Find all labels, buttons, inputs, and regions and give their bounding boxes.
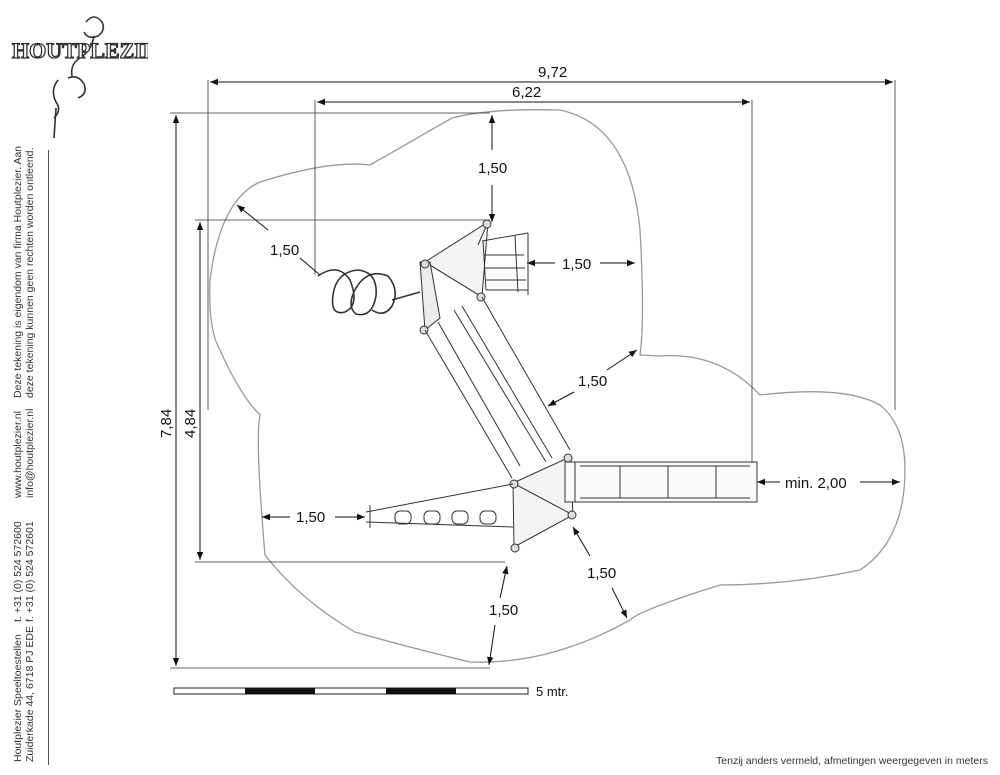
dim-label-zone-left-bridge: 1,50 [296,509,325,526]
dim-line-zone-right-middle [606,349,638,371]
dim-line-zone-bottom [499,565,509,599]
dim-label-zone-right-ladder: 1,50 [562,256,591,273]
inclined-walkway [424,296,571,479]
dim-line-zone-bottom-right [572,526,591,557]
dim-label-inner-height: 4,84 [182,409,199,438]
lower-platform [512,456,574,548]
dim-line-zone-top-left-b [299,257,321,276]
dim-label-inner-width: 6,22 [512,84,541,101]
safety-zone-outline [209,109,906,663]
scale-label: 5 mtr. [536,684,569,699]
slide [564,461,758,503]
dim-label-zone-top-left: 1,50 [270,242,299,259]
dim-label-zone-bottom-right: 1,50 [587,565,616,582]
houtplezier-logo: HOUTPLEZIER [11,16,148,138]
spiral-climber [317,269,421,316]
ladder [481,232,529,295]
dim-label-zone-top: 1,50 [478,160,507,177]
dim-line-zone-top-left [236,204,269,231]
dim-line-zone-right-middle-b [547,391,575,407]
dim-line-zone-bottom-b [487,624,496,666]
dim-label-zone-right-middle: 1,50 [578,373,607,390]
dim-label-total-width: 9,72 [538,64,567,81]
rope-bridge [365,483,514,528]
dim-line-zone-bottom-right-b [611,587,628,619]
scale-bar [173,687,529,695]
units-note: Tenzij anders vermeld, afmetingen weerge… [716,755,988,767]
dim-label-total-height: 7,84 [158,409,175,438]
sidebar-divider [48,150,49,765]
dim-label-slide-exit: min. 2,00 [785,475,847,492]
dim-label-zone-bottom: 1,50 [489,602,518,619]
play-equipment [317,219,758,553]
logo-lettering: HOUTPLEZIER [12,38,148,63]
